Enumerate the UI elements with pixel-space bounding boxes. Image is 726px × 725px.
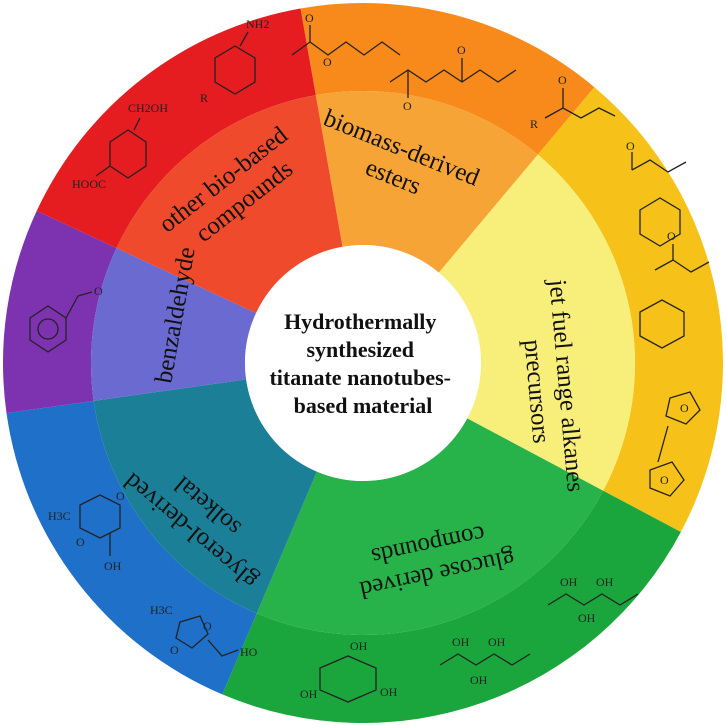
mol-esters-o-4: O [457,43,466,57]
mol-glu-oh-4: OH [452,635,470,649]
mol-jet-o-2: O [667,229,676,243]
mol-sol-o-2: O [76,535,85,549]
molecule-glucose: OH OH OH OH OH OH OH OH OH [300,575,639,703]
mol-sol-h3c-2: H3C [150,603,173,617]
molecule-solketal: H3C O O OH H3C O O HO [48,489,258,659]
inner-sector-other [116,95,343,314]
inner-sector-esters [315,90,538,273]
center-disc [245,245,481,481]
mol-esters-o-5: O [558,73,567,87]
molecule-esters: O O O O O R [291,11,616,131]
center-line-3: titanate nanotubes- [269,365,451,390]
outer-sector-glucose [222,490,681,724]
mol-esters-r: R [530,117,538,131]
center-label: Hydrothermally synthesized titanate nano… [269,309,456,418]
inner-ring [91,90,635,636]
molecule-other: NH2 R CH2OH HOOC [72,17,269,191]
mol-esters-o-3: O [403,99,412,113]
mol-jet-o-3: O [680,401,689,415]
mol-sol-o-4: O [170,643,179,657]
center-line-1: Hydrothermally [284,309,436,334]
center-line-2: synthesized [306,337,414,362]
mol-other-ch2oh: CH2OH [128,101,168,115]
inner-sector-benzaldehyde [91,248,257,401]
mol-glu-oh-9: OH [380,685,398,699]
mol-glu-oh-7: OH [350,639,368,653]
inner-sector-solketal [93,379,317,614]
center-line-4: based material [294,393,433,418]
mol-other-hooc: HOOC [72,177,106,191]
outer-sector-other [36,8,316,249]
mol-glu-oh-5: OH [488,635,506,649]
mol-glu-oh-2: OH [596,575,614,589]
mol-other-nh2: NH2 [246,17,269,31]
inner-sector-glucose [256,418,604,636]
mol-benz-o: O [94,284,103,298]
mol-glu-oh-1: OH [560,575,578,589]
molecule-benzaldehyde: O [29,284,103,353]
outer-sector-solketal [6,400,257,695]
mol-glu-oh-8: OH [300,687,318,701]
mol-jet-o-1: O [626,139,635,153]
mol-glu-oh-6: OH [470,673,488,687]
mol-jet-o-4: O [660,473,669,487]
mol-esters-o-1: O [305,11,314,25]
outer-sector-esters [300,2,595,155]
mol-sol-oh: OH [104,559,122,573]
mol-other-r: R [200,91,208,105]
mol-sol-h3c-1: H3C [48,509,71,523]
mol-sol-o-3: O [203,619,212,633]
molecule-jet-fuel: O O O O [626,139,710,497]
mol-glu-oh-3: OH [578,611,596,625]
mol-sol-ho: HO [240,645,258,659]
outer-sector-benzaldehyde [2,210,117,414]
mol-sol-o-1: O [116,489,125,503]
mol-esters-o-2: O [323,55,332,69]
inner-sector-jet-fuel [438,154,635,491]
